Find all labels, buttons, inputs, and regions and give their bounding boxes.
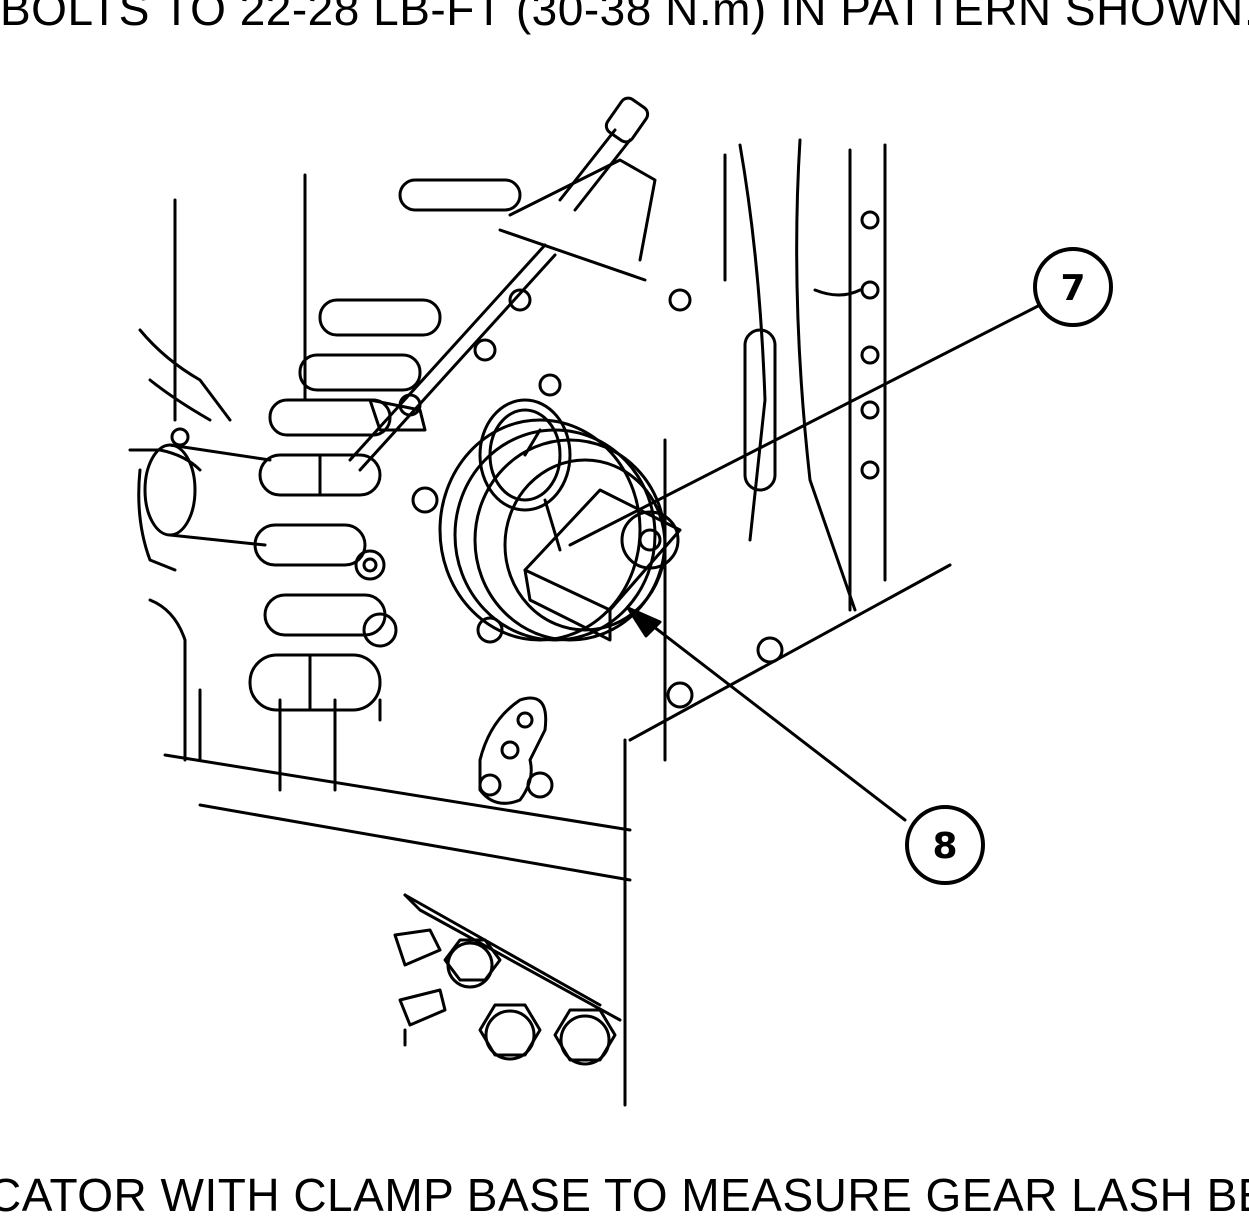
callout-8-leader	[643, 618, 907, 822]
callout-7: 7	[1033, 247, 1113, 327]
timing-cover-lobes	[248, 178, 522, 712]
clamp-rod	[348, 96, 657, 472]
callout-8: 8	[905, 805, 985, 885]
engine-block-left	[128, 173, 632, 882]
instruction-text-bottom: CATOR WITH CLAMP BASE TO MEASURE GEAR LA…	[0, 1169, 1249, 1221]
mounting-plate	[478, 696, 554, 805]
callout-8-label: 8	[932, 826, 957, 867]
callout-7-label: 7	[1060, 268, 1085, 309]
lower-bracket	[393, 893, 622, 1066]
callout-8-arrowhead	[626, 606, 662, 638]
instruction-text-top: BOLTS TO 22-28 LB-FT (30-38 N.m) IN PATT…	[0, 0, 1249, 35]
callout-7-leader	[568, 303, 1042, 547]
housing-right	[623, 138, 952, 1107]
cover-bolts	[354, 288, 784, 709]
gear-and-indicator	[438, 398, 682, 642]
